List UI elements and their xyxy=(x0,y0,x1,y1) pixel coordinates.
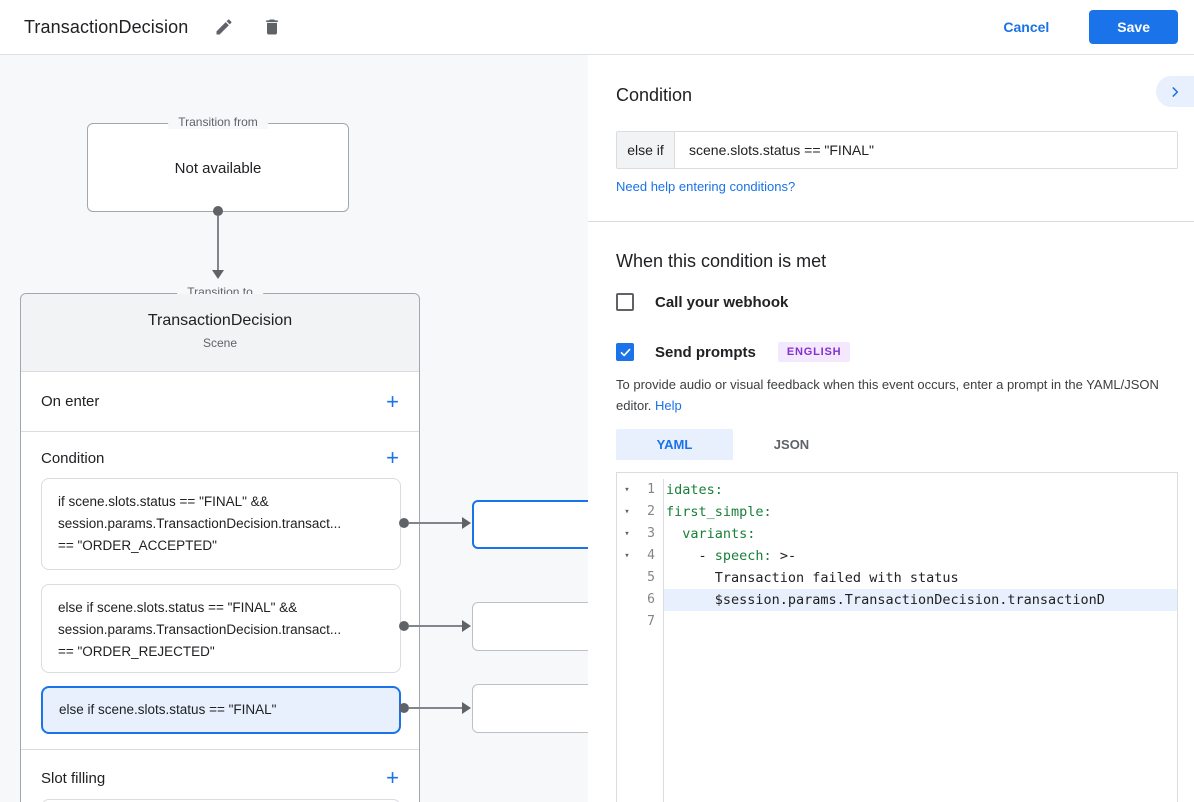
transition-from-content: Not available xyxy=(174,160,262,177)
condition-card-line: session.params.TransactionDecision.trans… xyxy=(58,516,342,531)
condition-input-group: else if xyxy=(616,131,1178,169)
line-number: 4 xyxy=(647,548,655,563)
scene-subtitle: Scene xyxy=(202,336,238,350)
line-number: 2 xyxy=(647,504,655,519)
chevron-right-icon xyxy=(1172,86,1179,97)
prompt-hint-text: To provide audio or visual feedback when… xyxy=(616,375,1182,417)
transition-target-box[interactable] xyxy=(472,684,588,733)
connector-line xyxy=(217,216,219,270)
tab-yaml[interactable]: YAML xyxy=(616,429,733,460)
editor-line: 5 Transaction failed with status xyxy=(617,567,1177,589)
slot-filling-section: Slot filling + xyxy=(21,762,419,794)
check-icon xyxy=(620,348,630,356)
section-divider xyxy=(21,749,419,750)
transition-from-legend: Transition from xyxy=(168,115,268,129)
slot-filling-label: Slot filling xyxy=(41,769,106,787)
condition-card-line: session.params.TransactionDecision.trans… xyxy=(58,622,342,637)
fold-arrow-icon[interactable]: ▾ xyxy=(624,507,630,517)
page-title: TransactionDecision xyxy=(24,16,189,37)
collapse-panel-button[interactable] xyxy=(1156,76,1194,107)
condition-card-line: if scene.slots.status == "FINAL" && xyxy=(58,494,269,509)
connector-dot xyxy=(213,206,223,216)
fold-spacer xyxy=(617,567,637,589)
editor-line: ▾ 1 idates: xyxy=(617,479,1177,501)
scene-title: TransactionDecision xyxy=(147,312,293,329)
arrow-right-icon xyxy=(462,620,471,632)
fold-arrow-icon[interactable]: ▾ xyxy=(624,485,630,495)
webhook-label: Call your webhook xyxy=(655,293,789,311)
editor-line: ▾ 4 - speech: >- xyxy=(617,545,1177,567)
app-bar: TransactionDecision Cancel Save xyxy=(0,0,1194,55)
condition-label: Condition xyxy=(41,449,105,467)
transition-to-card: Transition to TransactionDecision Scene … xyxy=(20,285,420,802)
condition-prefix-label: else if xyxy=(617,132,675,168)
condition-card-line: == "ORDER_ACCEPTED" xyxy=(58,538,217,553)
line-number: 7 xyxy=(647,614,655,629)
condition-heading: Condition xyxy=(616,85,693,105)
edit-icon[interactable] xyxy=(214,16,236,38)
send-prompts-checkbox[interactable] xyxy=(616,343,634,361)
fold-arrow-icon[interactable]: ▾ xyxy=(624,529,630,539)
yaml-code-editor[interactable]: ▾ 1 idates: ▾ 2 first_simple: ▾ 3 varian… xyxy=(616,472,1178,802)
connector-dot xyxy=(399,518,409,528)
connector-line xyxy=(409,522,462,524)
connector-dot xyxy=(399,621,409,631)
condition-section: Condition + xyxy=(21,442,419,474)
condition-card-line: else if scene.slots.status == "FINAL" && xyxy=(58,600,298,615)
help-link[interactable]: Help xyxy=(655,397,682,413)
line-number: 1 xyxy=(647,482,655,497)
arrow-down-icon xyxy=(212,270,224,279)
scene-diagram-canvas: Transition from Not available Transition… xyxy=(0,55,588,802)
save-button[interactable]: Save xyxy=(1089,10,1178,44)
section-divider xyxy=(21,431,419,432)
line-number: 6 xyxy=(647,592,655,607)
arrow-right-icon xyxy=(462,517,471,529)
connector-line xyxy=(409,625,462,627)
editor-line: ▾ 2 first_simple: xyxy=(617,501,1177,523)
editor-line: ▾ 3 variants: xyxy=(617,523,1177,545)
add-condition-button[interactable]: + xyxy=(386,445,399,470)
editor-line-highlighted: 6 $session.params.TransactionDecision.tr… xyxy=(617,589,1177,611)
transition-from-card[interactable]: Transition from Not available xyxy=(87,115,349,212)
delete-icon[interactable] xyxy=(262,16,284,38)
webhook-checkbox-row: Call your webhook xyxy=(616,293,788,311)
fold-arrow-icon[interactable]: ▾ xyxy=(624,551,630,561)
condition-card-line: == "ORDER_REJECTED" xyxy=(58,644,215,659)
condition-card-2[interactable]: else if scene.slots.status == "FINAL" &&… xyxy=(41,584,401,673)
connector-dot xyxy=(399,703,409,713)
prompt-hint-body: To provide audio or visual feedback when… xyxy=(616,377,1159,413)
scene-header: TransactionDecision Scene xyxy=(21,294,419,372)
arrow-right-icon xyxy=(462,702,471,714)
editor-line: 7 xyxy=(617,611,1177,633)
fold-spacer xyxy=(617,611,637,633)
cancel-button[interactable]: Cancel xyxy=(1003,19,1050,35)
condition-card-line: else if scene.slots.status == "FINAL" xyxy=(59,702,277,717)
add-on-enter-button[interactable]: + xyxy=(386,388,399,414)
line-number: 3 xyxy=(647,526,655,541)
when-condition-heading: When this condition is met xyxy=(616,251,827,271)
line-number: 5 xyxy=(647,570,655,585)
condition-card-1[interactable]: if scene.slots.status == "FINAL" && sess… xyxy=(41,478,401,570)
condition-help-link[interactable]: Need help entering conditions? xyxy=(616,179,796,194)
editor-empty-area[interactable] xyxy=(663,633,1177,802)
condition-expression-input[interactable] xyxy=(675,132,1177,168)
tab-json[interactable]: JSON xyxy=(773,437,810,452)
fold-spacer xyxy=(617,589,637,611)
on-enter-section: On enter + xyxy=(21,372,419,431)
connector-line xyxy=(409,707,462,709)
add-slot-button[interactable]: + xyxy=(386,765,399,790)
send-prompts-checkbox-row: Send prompts ENGLISH xyxy=(616,342,851,362)
condition-card-3-selected[interactable]: else if scene.slots.status == "FINAL" xyxy=(41,686,401,734)
transition-target-box-selected[interactable] xyxy=(472,500,588,549)
condition-detail-panel: Condition else if Need help entering con… xyxy=(588,55,1194,802)
send-prompts-label: Send prompts xyxy=(655,343,756,361)
transition-target-box[interactable] xyxy=(472,602,588,651)
language-badge: ENGLISH xyxy=(777,342,851,362)
webhook-checkbox[interactable] xyxy=(616,293,634,311)
panel-divider xyxy=(588,221,1194,222)
on-enter-label: On enter xyxy=(41,393,100,410)
